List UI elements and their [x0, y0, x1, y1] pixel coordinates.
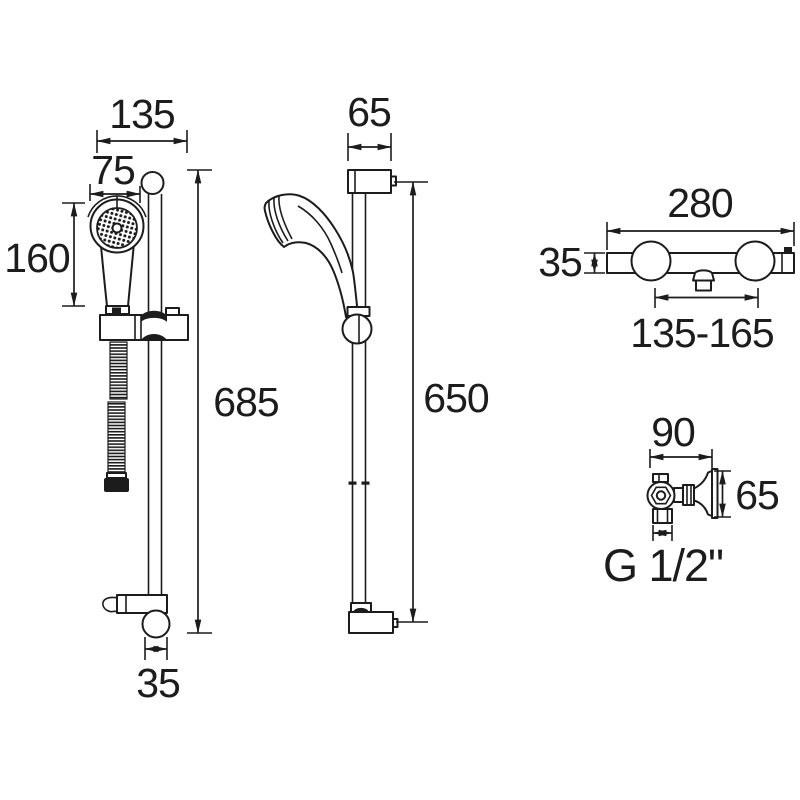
- dim-650-lines: [394, 181, 428, 623]
- dim-35-valve-body: 35: [538, 239, 605, 285]
- rail-front-view-figure: 135 75 160 685: [4, 91, 280, 706]
- dim-650: 650: [394, 181, 490, 623]
- dim-35-rail-end-lines: [144, 637, 168, 660]
- dim-280-label: 280: [667, 180, 733, 226]
- dim-90: 90: [649, 409, 713, 468]
- dim-35-valve-body-lines: [584, 252, 605, 274]
- dim-135: 135: [96, 91, 188, 153]
- face-band-line: [268, 200, 284, 244]
- outlet-elbow-body: [646, 468, 719, 524]
- rail-front-hose: [104, 341, 129, 492]
- handle-end-notch: [112, 307, 121, 313]
- rail-side-view-figure: 65 650: [263, 89, 490, 634]
- dim-685-label: 685: [213, 379, 279, 425]
- elbow-nut-bore: [655, 490, 667, 501]
- dim-90-label: 90: [651, 409, 695, 455]
- hose-conical-nut: [104, 478, 129, 492]
- rail-front-handset: [87, 195, 147, 315]
- elbow-nut-hex: [650, 486, 672, 505]
- clamp-top-tab: [165, 307, 180, 316]
- bracket-fixing-nub: [392, 618, 399, 628]
- dim-135-lines: [96, 130, 188, 153]
- dim-35-rail-end-label: 35: [136, 660, 180, 706]
- rail-front-rail: [140, 171, 165, 596]
- dim-65-flange: 65: [714, 470, 780, 518]
- dim-650-label: 650: [423, 375, 489, 421]
- valve-body: [606, 240, 795, 292]
- rail-side-rail: [348, 193, 370, 603]
- elbow-bottom-outlet: [652, 508, 673, 524]
- clamp-upper-grip: [141, 310, 167, 322]
- dim-685: 685: [187, 169, 280, 634]
- elbow-flange-cone: [693, 470, 713, 517]
- valve-outlet-spout: [695, 279, 712, 292]
- thread-size-label: G 1/2": [603, 540, 723, 591]
- valve-end-button: [784, 247, 792, 253]
- dim-65-bracket: 65: [347, 89, 392, 161]
- elbow-thread-section: [682, 484, 695, 506]
- bracket-hook: [102, 596, 119, 613]
- dim-75-lines: [89, 184, 141, 203]
- rail-front-slider-clamp: [99, 307, 189, 341]
- face-band-line: [278, 195, 293, 240]
- dim-65-flange-lines: [714, 470, 731, 518]
- handset-profile: [263, 193, 359, 318]
- elbow-wall-face: [711, 468, 719, 519]
- rail-end-cap: [353, 607, 369, 612]
- rail-top-finial: [140, 171, 165, 195]
- rail-bottom-end: [141, 609, 171, 639]
- dim-160: 160: [4, 202, 85, 307]
- rail-side-handset: [263, 193, 359, 318]
- dim-160-label: 160: [4, 235, 70, 281]
- dim-135-165-label: 135-165: [630, 310, 774, 356]
- dim-160-lines: [62, 202, 85, 307]
- rail-side-bottom-bracket: [348, 602, 399, 634]
- dim-65-bracket-lines: [347, 133, 392, 161]
- spray-face-centre: [111, 222, 123, 234]
- dim-75: 75: [89, 147, 141, 203]
- rail-joint-mark: [348, 481, 357, 485]
- dim-135-label: 135: [109, 91, 175, 137]
- dim-75-label: 75: [91, 147, 135, 193]
- dim-90-lines: [649, 449, 713, 468]
- dim-280: 280: [606, 180, 795, 250]
- clamp-lower-grip: [141, 334, 167, 340]
- dim-65-flange-label: 65: [735, 472, 779, 518]
- dim-685-lines: [187, 169, 212, 634]
- rail-front-bottom-bracket: [102, 594, 171, 639]
- bracket-fixing-nub: [390, 175, 397, 187]
- hose-collar: [106, 472, 127, 479]
- dim-35-valve-body-label: 35: [538, 239, 582, 285]
- rail-side-top-bracket: [347, 169, 397, 194]
- dim-280-lines: [606, 222, 795, 250]
- dim-outlet-width: [652, 525, 673, 541]
- handle-crease-line: [297, 205, 343, 274]
- face-band-line: [273, 197, 289, 242]
- elbow-top-tab: [652, 473, 669, 483]
- outlet-elbow-figure: 90 65 G 1/2": [603, 409, 780, 591]
- valve-left-control: [630, 240, 672, 282]
- dim-35-rail-end: 35: [136, 637, 181, 706]
- dim-135-165: 135-165: [630, 288, 775, 356]
- dim-135-165-lines: [654, 288, 759, 308]
- valve-plan-view-figure: 280 35 135-165: [538, 180, 795, 356]
- valve-right-control: [734, 240, 776, 282]
- valve-outlet-flange: [692, 269, 715, 282]
- dim-65-bracket-label: 65: [347, 89, 391, 135]
- rail-joint-mark: [361, 481, 370, 485]
- rail-side-slider-ring: [341, 306, 373, 345]
